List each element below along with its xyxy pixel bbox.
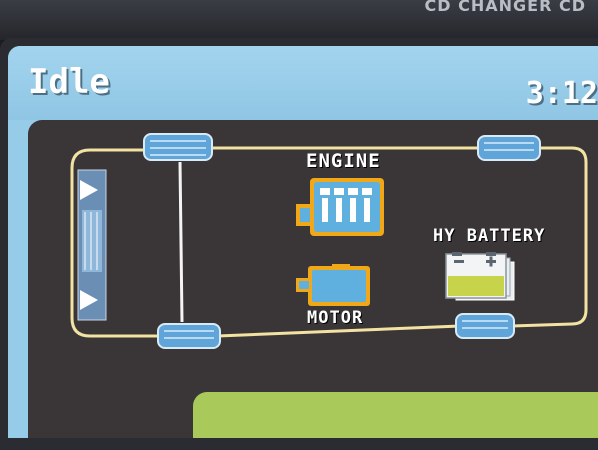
engine-label: ENGINE	[306, 150, 381, 172]
bottom-energy-line	[217, 324, 461, 338]
device-bezel: CD CHANGER CD	[0, 0, 598, 40]
page-title: Idle	[28, 62, 110, 102]
wheel-icon	[157, 323, 221, 349]
battery-label: HY BATTERY	[433, 226, 546, 246]
motor-label: MOTOR	[307, 308, 364, 328]
energy-arrow-icon	[77, 169, 107, 321]
wheel-icon	[455, 313, 515, 339]
left-energy-line	[70, 148, 160, 338]
right-energy-line	[511, 146, 588, 328]
clock: 3:12	[525, 76, 598, 111]
display-screen: Idle 3:12	[8, 46, 598, 438]
axle-line	[178, 161, 184, 323]
motor-icon	[296, 264, 370, 306]
bezel-label: CD CHANGER CD	[424, 0, 586, 15]
bottom-green-bar	[193, 392, 598, 438]
energy-lines	[70, 146, 588, 338]
wheel-icon	[143, 133, 213, 161]
title-bar: Idle 3:12	[8, 46, 598, 120]
wheel-icon	[477, 135, 541, 161]
engine-icon	[296, 178, 384, 236]
battery-icon	[445, 252, 515, 301]
